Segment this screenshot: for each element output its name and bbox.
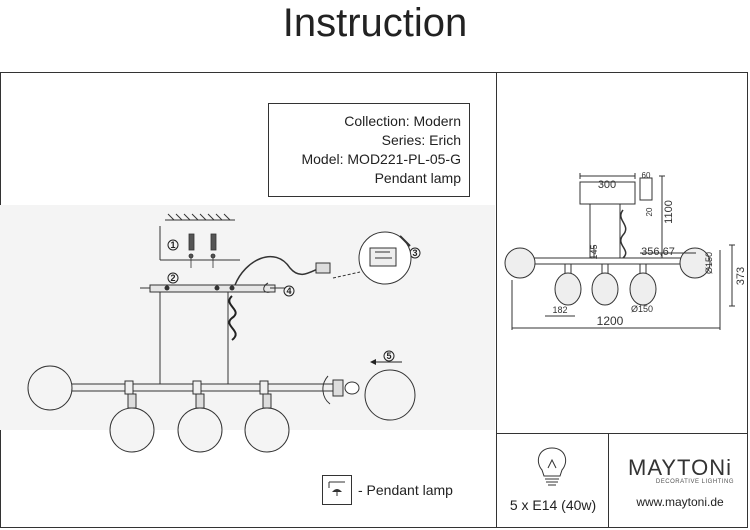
suspension-rods: [159, 292, 229, 387]
dim-total-height: 373: [735, 267, 747, 285]
divider-vertical-bottom: [608, 433, 609, 528]
bulb-spec: 5 x E14 (40w): [509, 497, 597, 513]
terminal-block: [315, 262, 331, 274]
svg-text:1: 1: [170, 240, 175, 250]
product-info-box: Collection: Modern Series: Erich Model: …: [268, 103, 470, 197]
dim-shade-diameter-bottom: Ø150: [631, 304, 653, 314]
brand-tagline: DECORATIVE LIGHTING: [655, 479, 734, 485]
supply-wire: [234, 256, 321, 286]
screw-anchors: [188, 233, 217, 268]
coiled-cable: [228, 295, 237, 341]
divider-horizontal-right: [496, 433, 748, 434]
svg-text:4: 4: [286, 286, 291, 296]
dim-arm-length: 356,67: [641, 246, 675, 258]
svg-text:3: 3: [412, 248, 417, 258]
legend: - Pendant lamp: [322, 475, 453, 505]
step-4-marker: 4: [283, 285, 295, 297]
document-title: Instruction: [282, 1, 468, 45]
hanging-shade-2: [177, 393, 223, 453]
hanging-shade-1: [109, 393, 155, 453]
diagram-background: [0, 205, 495, 430]
product-type-label: Pendant lamp: [374, 170, 461, 186]
dim-drop: 145: [589, 244, 599, 259]
brand-block: MAYTONi DECORATIVE LIGHTING www.maytoni.…: [612, 455, 748, 509]
right-shade: [364, 369, 416, 421]
dim-canopy-depth: 60: [642, 171, 651, 180]
dim-canopy-height: 20: [645, 207, 654, 216]
svg-text:5: 5: [386, 351, 391, 361]
mounting-bar: [140, 284, 276, 293]
dim-shade-spacing: 182: [552, 305, 567, 315]
collection-label: Collection: Modern: [344, 113, 461, 129]
wiring-detail-callout: [332, 231, 412, 285]
left-shade: [27, 365, 73, 411]
pendant-lamp-icon: [322, 475, 352, 505]
bulb-icon: [537, 447, 567, 486]
dim-canopy-width: 300: [598, 179, 616, 191]
hanging-shade-3: [244, 393, 290, 453]
step-1-marker: 1: [167, 239, 179, 251]
step-2-marker: 2: [167, 272, 179, 284]
legend-label: - Pendant lamp: [358, 482, 453, 498]
rotation-arrow: [263, 282, 271, 293]
right-socket: [322, 375, 360, 405]
technical-drawing: [504, 173, 735, 330]
model-label: Model: MOD221-PL-05-G: [301, 151, 461, 167]
svg-text:2: 2: [170, 273, 175, 283]
divider-vertical-main: [496, 72, 497, 528]
brand-logo: MAYTONi: [628, 455, 732, 480]
brand-url[interactable]: www.maytoni.de: [636, 495, 724, 509]
step-5-marker: 5: [370, 350, 402, 365]
series-label: Series: Erich: [381, 132, 461, 148]
ceiling-hatch: [165, 213, 235, 221]
dim-shade-diameter-side: Ø150: [704, 252, 714, 274]
dim-max-height: 1100: [663, 200, 675, 224]
dim-total-width: 1200: [597, 314, 624, 328]
